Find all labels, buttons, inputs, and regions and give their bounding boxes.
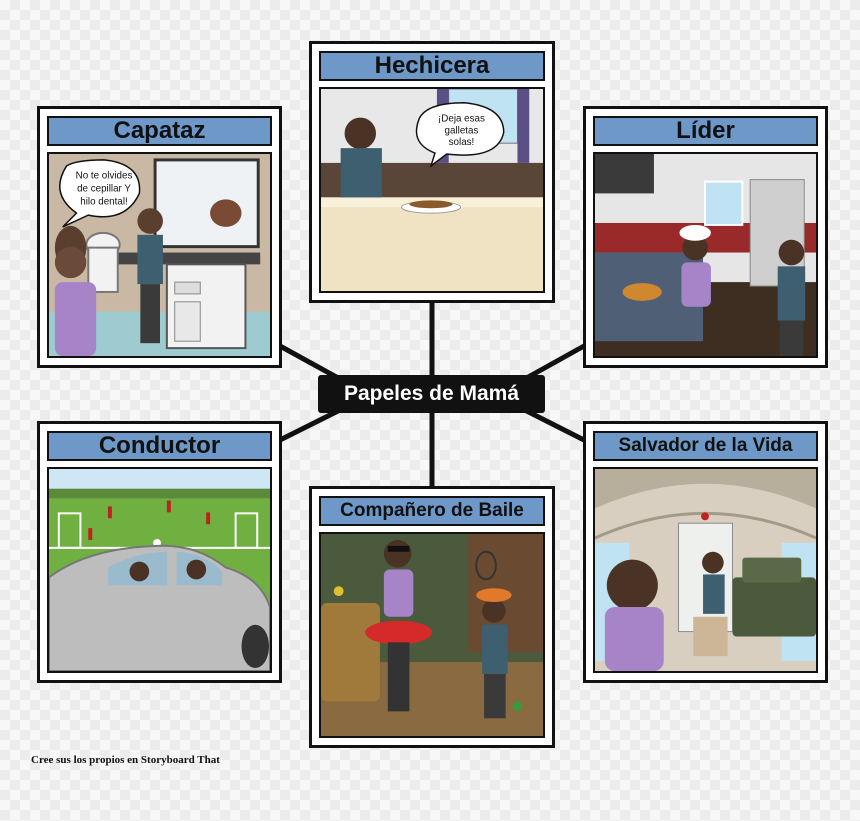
- scene-bus: [593, 467, 818, 673]
- footer-credit: Cree sus los propios en Storyboard That: [31, 754, 220, 766]
- scene-soccer-car: [47, 467, 272, 673]
- bubble-line-3: hilo dental!: [80, 196, 127, 207]
- central-node: Papeles de Mamá: [318, 375, 545, 413]
- scene-kitchen-oven: [593, 152, 818, 358]
- scene-kitchen-cookies: ¡Deja esas galletas solas!: [319, 87, 545, 293]
- cell-title: Capataz: [47, 116, 272, 146]
- cell-conductor: Conductor: [37, 421, 282, 683]
- bubble-line-1: No te olvides: [76, 171, 133, 182]
- bubble-line-2: galletas: [445, 125, 479, 136]
- cell-capataz: Capataz No te olvides de cepillar Y hilo…: [37, 106, 282, 368]
- cell-lider: Líder: [583, 106, 828, 368]
- bubble-line-1: ¡Deja esas: [438, 114, 485, 125]
- scene-bathroom: No te olvides de cepillar Y hilo dental!: [47, 152, 272, 358]
- cell-salvador: Salvador de la Vida: [583, 421, 828, 683]
- cell-hechicera: Hechicera ¡Deja esas galletas solas!: [309, 41, 555, 303]
- bubble-line-2: de cepillar Y: [77, 183, 131, 194]
- cell-title: Conductor: [47, 431, 272, 461]
- bubble-line-3: solas!: [449, 137, 475, 148]
- cell-title: Hechicera: [319, 51, 545, 81]
- scene-dance: [319, 532, 545, 738]
- cell-title: Compañero de Baile: [319, 496, 545, 526]
- cell-baile: Compañero de Baile: [309, 486, 555, 748]
- cell-title: Salvador de la Vida: [593, 431, 818, 461]
- cell-title: Líder: [593, 116, 818, 146]
